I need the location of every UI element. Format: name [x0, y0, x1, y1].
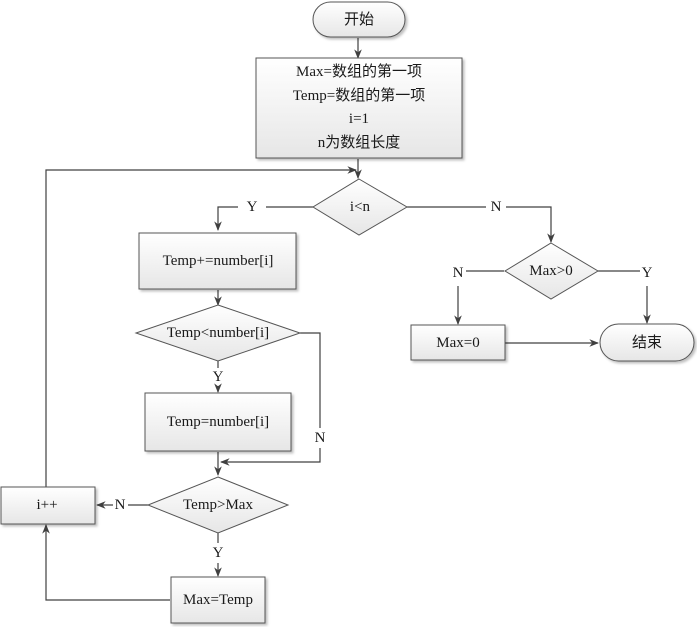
- node-init: Max=数组的第一项 Temp=数组的第一项 i=1 n为数组长度: [255, 57, 463, 159]
- process-shape: [255, 57, 463, 159]
- node-max-zero: Max=0: [410, 324, 506, 361]
- node-i-inc-label: i++: [36, 497, 57, 513]
- edge-cond-temp-lt-num-no: [221, 332, 321, 462]
- node-cond-i-lt-n: i<n: [312, 178, 408, 236]
- node-cond-max-gt-0-label: Max>0: [529, 263, 572, 279]
- edge-label-max-gt-0-no: N: [453, 265, 464, 281]
- node-end: 结束: [599, 323, 695, 362]
- node-cond-max-gt-0: Max>0: [504, 242, 599, 300]
- decision-shape: [504, 242, 599, 300]
- node-i-inc: i++: [0, 486, 96, 525]
- edge-i-inc-to-cond-i-lt-n: [45, 166, 357, 487]
- node-max-zero-label: Max=0: [436, 335, 479, 351]
- edge-label-temp-lt-num-no: N: [315, 430, 326, 446]
- node-init-line-1: Max=数组的第一项: [296, 62, 422, 80]
- decision-shape: [134, 304, 302, 362]
- node-start: 开始: [312, 1, 406, 38]
- edge-label-i-lt-n-no: N: [491, 199, 502, 215]
- process-shape: [138, 232, 297, 290]
- edge-label-i-lt-n-yes: Y: [247, 199, 258, 215]
- node-cond-temp-gt-max-label: Temp>Max: [183, 497, 253, 513]
- terminal-shape: [599, 323, 695, 362]
- node-cond-temp-lt-num-label: Temp<number[i]: [167, 325, 269, 341]
- edge-cond-i-lt-n-no: [407, 206, 551, 242]
- process-shape: [144, 392, 292, 452]
- node-end-label: 结束: [632, 334, 662, 351]
- node-start-label: 开始: [344, 11, 374, 28]
- node-init-line-4: n为数组长度: [318, 134, 401, 151]
- process-shape: [170, 576, 266, 624]
- edge-label-temp-gt-max-no: N: [115, 497, 126, 513]
- node-cond-temp-lt-num: Temp<number[i]: [134, 304, 302, 362]
- node-temp-add: Temp+=number[i]: [138, 232, 297, 290]
- edge-max-assign-to-i-inc: [42, 524, 170, 601]
- edge-cond-max-gt-0-yes: [598, 270, 647, 323]
- terminal-shape: [312, 1, 406, 38]
- node-init-line-3: i=1: [349, 111, 369, 127]
- process-shape: [0, 486, 96, 525]
- edge-label-temp-lt-num-yes: Y: [213, 369, 224, 385]
- node-init-line-2: Temp=数组的第一项: [293, 86, 425, 104]
- node-temp-assign: Temp=number[i]: [144, 392, 292, 452]
- node-temp-add-label: Temp+=number[i]: [163, 253, 274, 269]
- edge-cond-max-gt-0-no: [458, 270, 504, 324]
- edge-label-temp-gt-max-yes: Y: [213, 545, 224, 561]
- node-temp-assign-label: Temp=number[i]: [167, 414, 269, 430]
- node-max-assign: Max=Temp: [170, 576, 266, 624]
- edge-cond-i-lt-n-yes: [218, 206, 313, 230]
- process-shape: [410, 324, 506, 361]
- node-cond-temp-gt-max: Temp>Max: [146, 476, 290, 534]
- node-cond-i-lt-n-label: i<n: [350, 199, 371, 215]
- node-max-assign-label: Max=Temp: [183, 592, 253, 608]
- decision-shape: [146, 476, 290, 534]
- edge-label-max-gt-0-yes: Y: [642, 265, 653, 281]
- decision-shape: [312, 178, 408, 236]
